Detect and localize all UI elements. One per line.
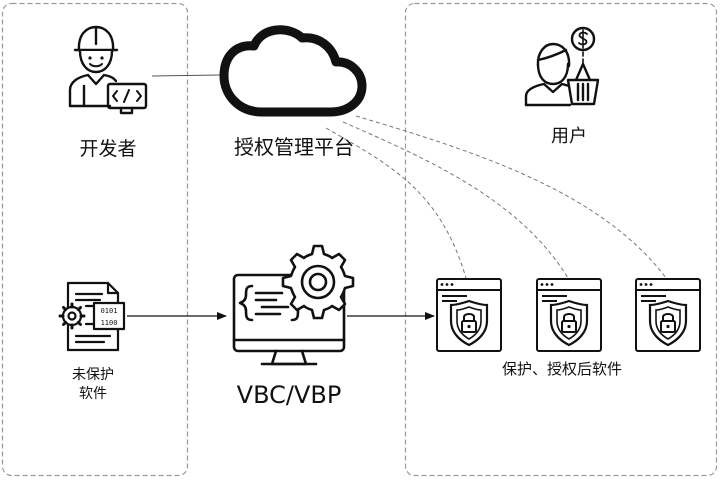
license-link-2 bbox=[342, 121, 569, 279]
platform-label: 授权管理平台 bbox=[234, 135, 354, 159]
engine-label: VBC/VBP bbox=[236, 381, 342, 409]
unprotected-label-line1: 未保护 bbox=[72, 367, 114, 383]
code-document-gear-icon: 0101 1100 bbox=[58, 281, 126, 352]
svg-text:1100: 1100 bbox=[101, 319, 118, 327]
user-label: 用户 bbox=[551, 126, 587, 147]
user-panel bbox=[404, 2, 718, 477]
monitor-gear-icon bbox=[232, 244, 355, 366]
unprotected-software-label: 未保护 软件 bbox=[72, 366, 114, 404]
user-with-cart-icon bbox=[524, 26, 600, 107]
protected-software-3-icon bbox=[634, 277, 702, 353]
developer-icon bbox=[68, 25, 148, 115]
license-link-1 bbox=[325, 127, 467, 279]
developer-panel bbox=[1, 2, 189, 477]
protected-software-label: 保护、授权后软件 bbox=[501, 360, 623, 378]
unprotected-label-line2: 软件 bbox=[79, 386, 107, 402]
cloud-icon bbox=[219, 25, 367, 117]
license-link-3 bbox=[355, 115, 667, 279]
developer-platform-connector bbox=[151, 74, 221, 77]
protected-software-2-icon bbox=[535, 277, 603, 353]
protected-software-1-icon bbox=[435, 277, 503, 353]
developer-label: 开发者 bbox=[79, 138, 137, 160]
svg-text:0101: 0101 bbox=[101, 307, 118, 315]
